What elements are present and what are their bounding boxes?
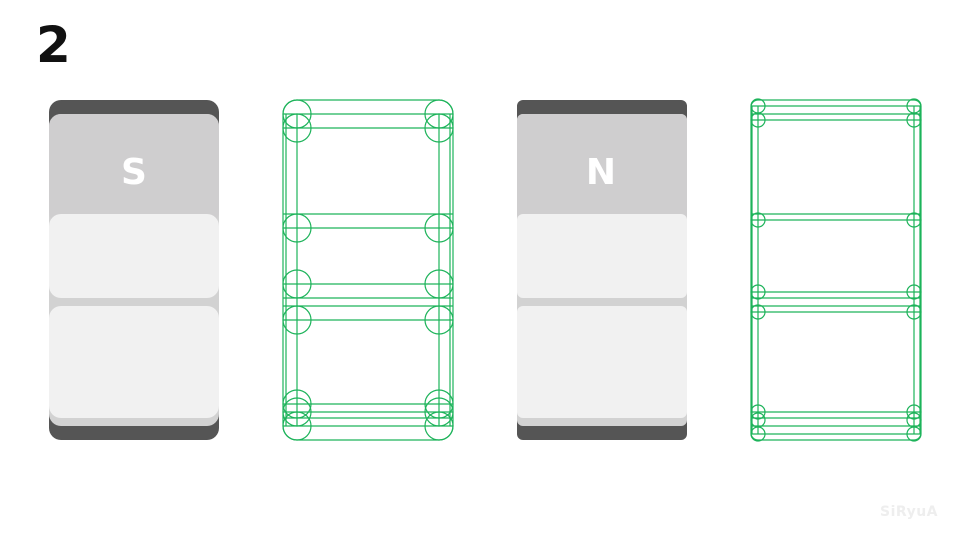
wire-s-corner-circle [424, 389, 454, 419]
watermark: SiRyuA [880, 504, 938, 520]
wire-s-corner-circle [282, 411, 312, 441]
wire-n-corner-circle [750, 284, 766, 300]
wire-s-corner-circle [424, 269, 454, 299]
wire-s-corner-circle [282, 113, 312, 143]
magnet-s-segment-middle [49, 214, 219, 298]
wire-n-corner-circle [750, 426, 766, 442]
wire-s-corner-circle [424, 411, 454, 441]
wire-n-corner-circle [750, 304, 766, 320]
wire-s-corner-circle [424, 113, 454, 143]
wire-n-corner-circle [906, 404, 922, 420]
wire-n-corner-circle [906, 284, 922, 300]
magnet-s-wireframe [282, 99, 454, 441]
wire-n-corner-circle [906, 112, 922, 128]
magnet-s-segment-lower [49, 306, 219, 418]
magnet-n-wireframe [750, 98, 922, 442]
wire-n-corner-circle [750, 112, 766, 128]
magnet-n-pole-cap [517, 114, 687, 220]
magnet-n-pole-label: N [586, 152, 616, 193]
wire-n-corner-circle [750, 404, 766, 420]
wire-n-corner-circle [906, 426, 922, 442]
wire-n-corner-circle [906, 304, 922, 320]
wire-n-outline [750, 99, 922, 441]
magnet-s-pole-cap [49, 114, 219, 224]
magnet-n-filled: N [517, 100, 687, 440]
wire-n-corner-circle [906, 212, 922, 228]
wire-s-corner-circle [424, 99, 454, 129]
wire-s-corner-circle [424, 305, 454, 335]
magnet-s-filled: S [49, 100, 219, 440]
wire-s-corner-circle [424, 397, 454, 427]
wire-s-corner-circle [282, 397, 312, 427]
magnet-s-pole-label: S [121, 152, 147, 193]
wire-s-corner-circle [424, 213, 454, 243]
wire-s-corner-circle [282, 305, 312, 335]
magnet-n-segment-middle [517, 214, 687, 298]
wire-s-corner-circle [282, 213, 312, 243]
wire-s-corner-circle [282, 99, 312, 129]
wire-n-corner-circle [750, 212, 766, 228]
wire-s-corner-circle [282, 269, 312, 299]
magnet-n-segment-lower [517, 306, 687, 418]
wire-s-corner-circle [282, 389, 312, 419]
page-number: 2 [36, 16, 71, 74]
wire-s-outline [282, 99, 454, 441]
